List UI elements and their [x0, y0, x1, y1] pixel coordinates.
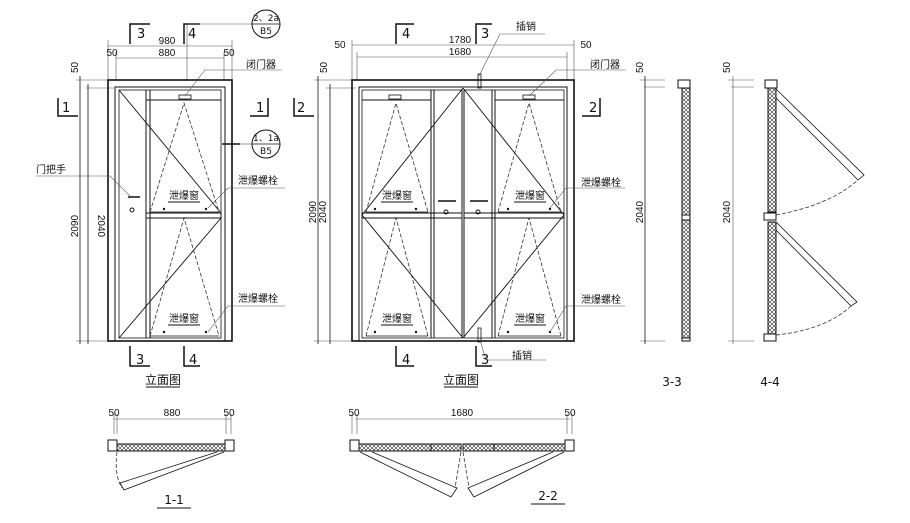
window-label: 泄爆窗 [382, 312, 412, 325]
marker-1-right: 1 [256, 101, 264, 116]
double-door-elevation: 1780 1680 50 50 4 3 2 2 4 3 50 2090 [293, 20, 626, 388]
inner-frame [114, 86, 226, 342]
window-label: 泄爆窗 [382, 189, 412, 202]
dim-right-frame: 50 [580, 40, 592, 51]
dim-top-frame: 50 [635, 61, 646, 73]
flush-bolt-top [477, 73, 482, 89]
dim-overall-height: 2090 [70, 214, 81, 237]
single-door-title: 立面图 [145, 372, 181, 387]
dim-inner: 880 [164, 408, 181, 419]
single-section-markers: 3 4 1 1 3 4 [57, 23, 269, 368]
dim-left: 50 [348, 408, 360, 419]
dim-overall-height: 2090 [308, 200, 319, 223]
dim-right: 50 [564, 408, 576, 419]
marker-3-bottom: 3 [136, 353, 144, 368]
dim-inner-width: 880 [159, 48, 176, 59]
callout-top-text: 2、2a [253, 14, 279, 24]
single-door-elevation: 980 880 50 50 3 4 1 1 3 4 2、2a B [36, 9, 285, 388]
detail-callout-2-2a: 2、2a B5 [186, 9, 281, 80]
detail-callout-1-1a: 1、1a B5 [222, 129, 281, 159]
marker-4-top: 4 [188, 27, 196, 42]
callout-bottom-text: B5 [260, 27, 272, 37]
flush-bolt-bottom [477, 327, 482, 343]
dim-left-frame: 50 [334, 40, 346, 51]
dim-overall-width: 1780 [449, 35, 472, 46]
callout-bottom-text: B5 [260, 147, 272, 157]
window-label: 泄爆窗 [515, 312, 545, 325]
single-side-dimensions: 50 2090 2040 [70, 61, 114, 344]
dim-inner-height: 2040 [95, 215, 106, 238]
marker-1-left: 1 [62, 101, 70, 116]
outer-frame [351, 79, 575, 342]
section-2-2: 50 1680 50 2-2 [348, 408, 576, 505]
dim-inner-width: 1680 [449, 47, 472, 58]
label-bolt-upper: 泄爆螺栓 [238, 174, 278, 187]
section-title: 3-3 [662, 375, 682, 389]
section-3-3: 50 2040 3-3 [635, 61, 691, 389]
dim-height: 2040 [722, 200, 733, 223]
dim-overall-width: 980 [159, 36, 176, 47]
marker-4-top: 4 [402, 27, 410, 42]
dim-left: 50 [108, 408, 120, 419]
label-bolt-lower: 泄爆螺栓 [238, 292, 278, 305]
section-title: 4-4 [760, 375, 780, 389]
door-closer [178, 94, 192, 100]
dim-inner-height: 2040 [318, 200, 329, 223]
marker-4-bottom: 4 [402, 353, 410, 368]
single-top-dimensions: 980 880 50 50 [106, 36, 235, 80]
window-label: 泄爆窗 [515, 189, 545, 202]
label-door-closer: 闭门器 [246, 58, 276, 71]
label-bolt-pin-top: 插销 [516, 20, 536, 33]
double-side-dimensions: 50 2090 2040 [308, 61, 356, 344]
lock-cylinder [129, 207, 135, 213]
marker-3-top: 3 [481, 27, 489, 42]
label-bolt-pin-bottom: 插销 [512, 349, 532, 362]
callout-top-text: 1、1a [253, 134, 279, 144]
outer-frame [107, 79, 233, 342]
marker-2-right: 2 [589, 101, 597, 116]
dim-right-frame: 50 [223, 48, 235, 59]
inner-frame [358, 86, 568, 342]
double-section-markers: 4 3 2 2 4 3 [293, 23, 601, 368]
dim-inner: 1680 [451, 408, 474, 419]
dim-height: 2040 [635, 200, 646, 223]
marker-4-bottom: 4 [189, 353, 197, 368]
label-door-closer: 闭门器 [590, 58, 620, 71]
dim-top-frame: 50 [722, 61, 733, 73]
section-4-4: 50 2040 4-4 [722, 61, 865, 389]
window-label-lower: 泄爆窗 [169, 312, 199, 325]
double-door-title: 立面图 [443, 372, 479, 387]
section-1-1: 50 880 50 1-1 [107, 408, 235, 509]
marker-3-bottom: 3 [481, 353, 489, 368]
door-leaf [118, 89, 222, 339]
dim-top-frame: 50 [319, 61, 330, 73]
marker-3-top: 3 [137, 27, 145, 42]
label-door-handle: 门把手 [36, 163, 66, 176]
section-title: 2-2 [538, 489, 558, 503]
section-title: 1-1 [164, 493, 184, 507]
dim-right: 50 [223, 408, 235, 419]
window-label-upper: 泄爆窗 [169, 189, 199, 202]
label-bolt-upper: 泄爆螺栓 [581, 176, 621, 189]
dim-left-frame: 50 [106, 48, 118, 59]
label-bolt-lower: 泄爆螺栓 [581, 293, 621, 306]
marker-2-left: 2 [297, 101, 305, 116]
double-top-dimensions: 1780 1680 50 50 [334, 35, 592, 80]
dim-top-frame: 50 [70, 61, 81, 73]
